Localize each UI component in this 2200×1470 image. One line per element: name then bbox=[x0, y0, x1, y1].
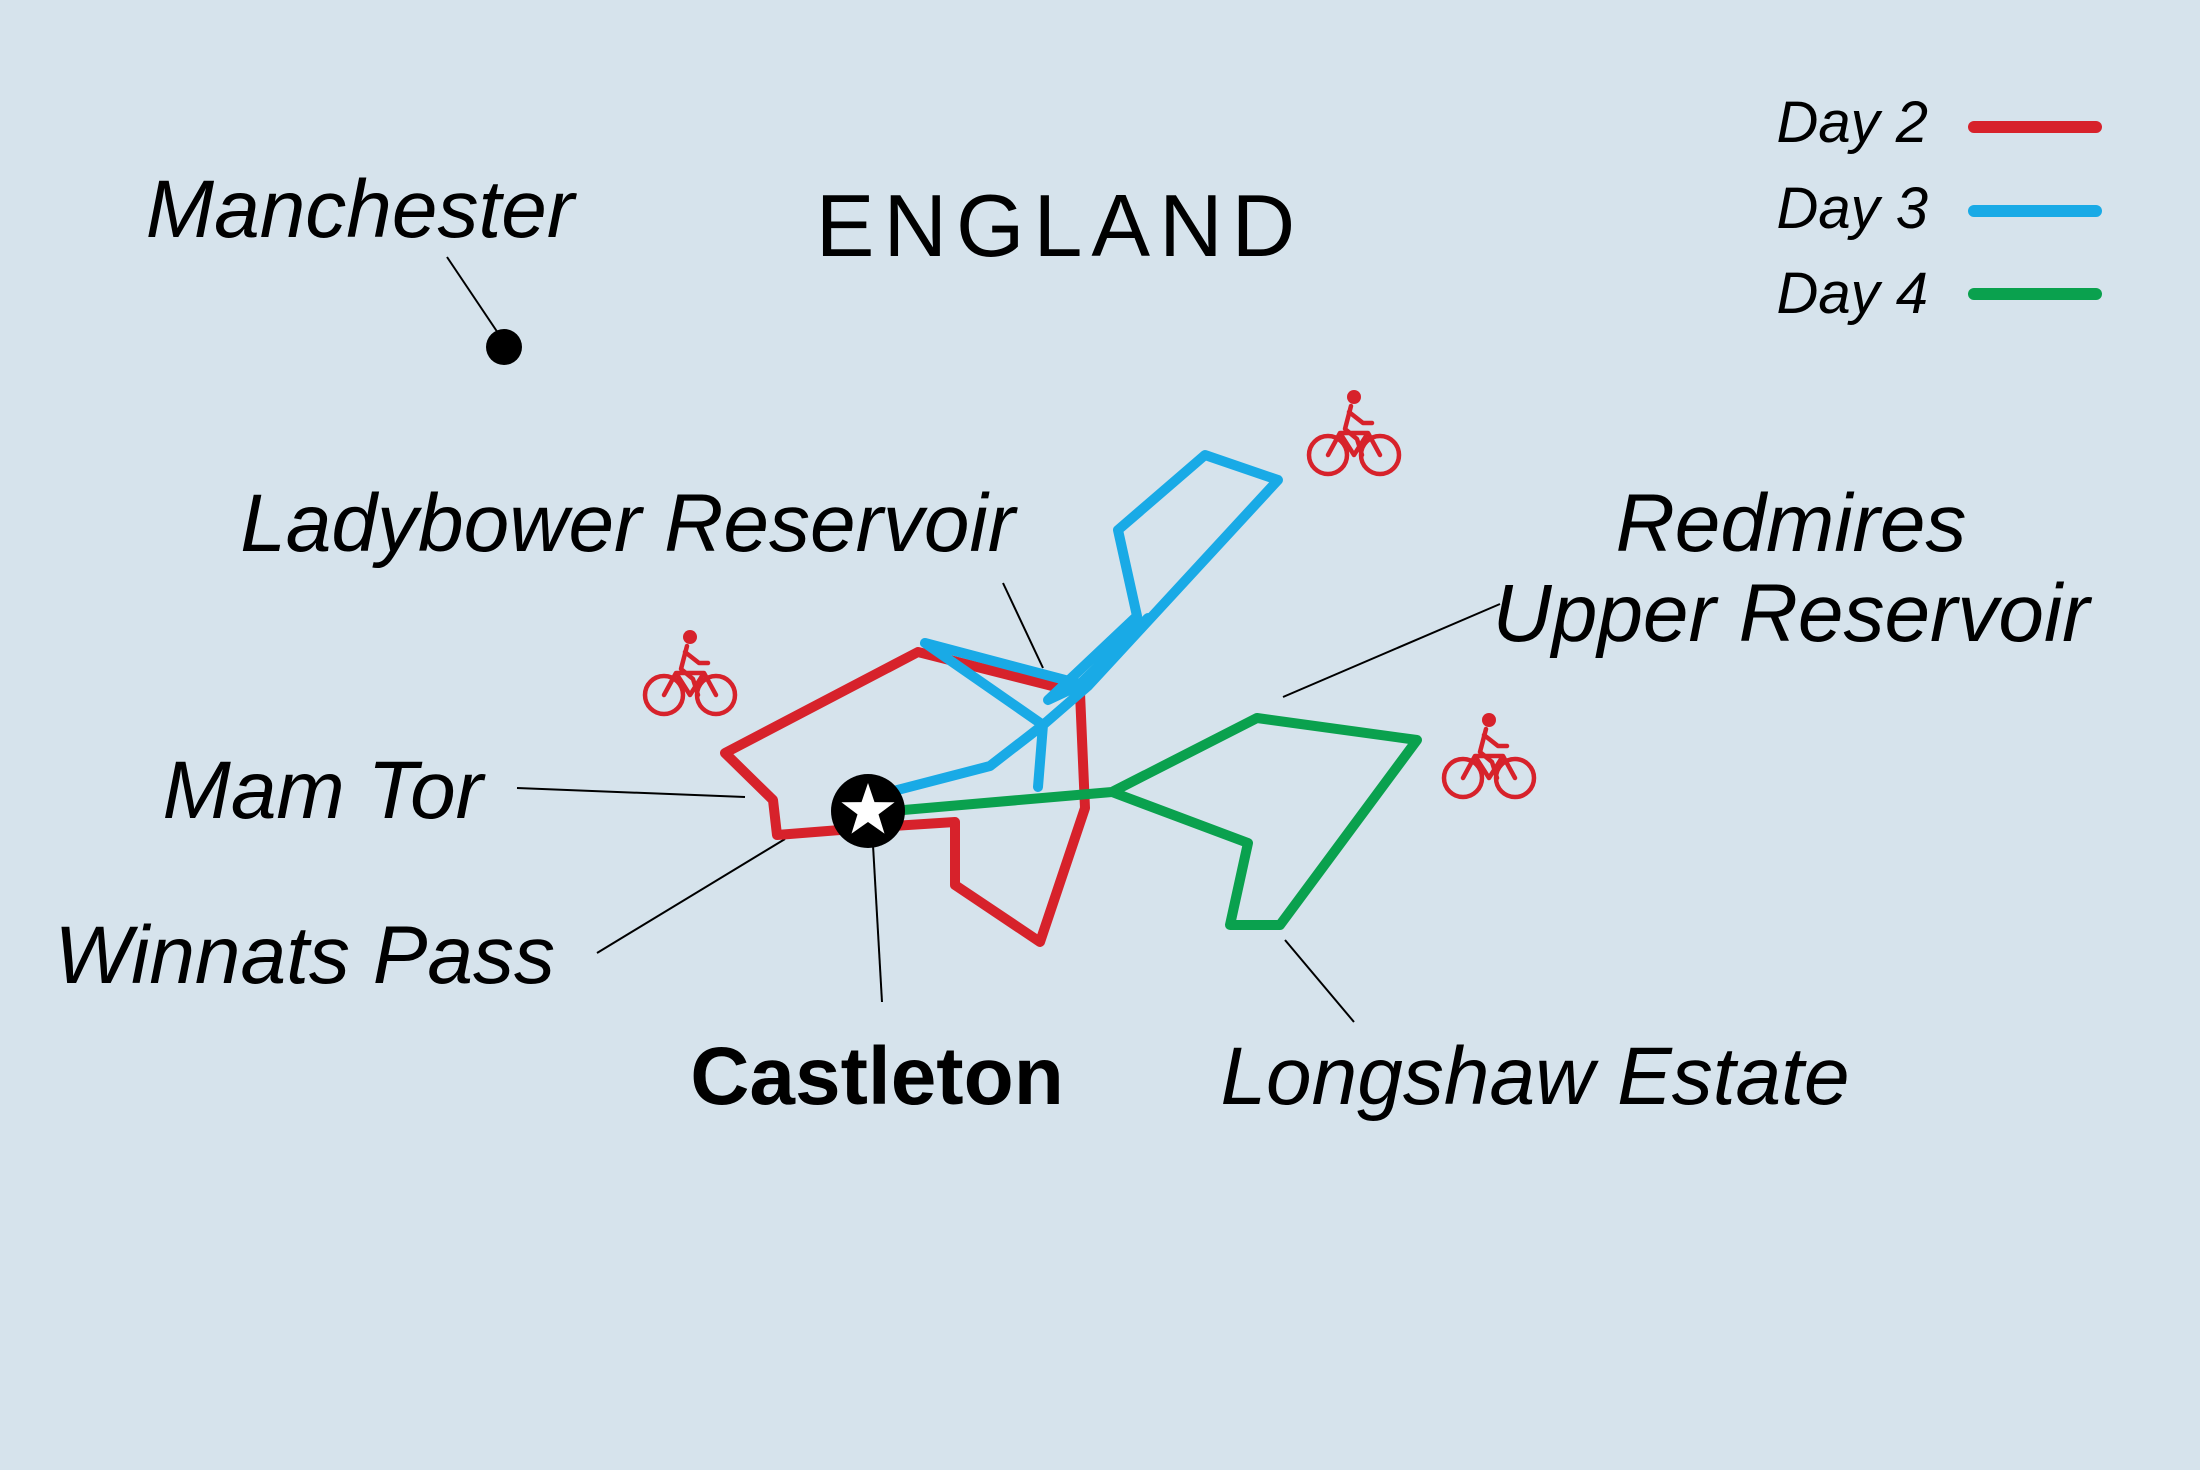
winnats-leader bbox=[596, 838, 786, 954]
cyclist-icon bbox=[1306, 390, 1402, 477]
longshaw-leader bbox=[1284, 939, 1355, 1023]
manchester-leader bbox=[446, 256, 499, 334]
place-label-mam-tor: Mam Tor bbox=[163, 745, 487, 836]
legend-label-day-4: Day 4 bbox=[1776, 261, 1928, 326]
routes bbox=[720, 450, 1422, 947]
place-label-longshaw: Longshaw Estate bbox=[1220, 1031, 1849, 1122]
route-day-4 bbox=[875, 713, 1422, 930]
redmires-leader bbox=[1282, 603, 1501, 698]
leader-lines bbox=[446, 256, 1501, 1023]
star-in-circle-icon bbox=[831, 774, 905, 848]
route-day-3 bbox=[873, 450, 1283, 800]
legend: Day 2 Day 3 Day 4 bbox=[1776, 90, 2102, 326]
place-label-winnats: Winnats Pass bbox=[54, 910, 555, 1001]
legend-label-day-3: Day 3 bbox=[1776, 176, 1928, 241]
manchester-marker bbox=[486, 329, 522, 365]
country-label: ENGLAND bbox=[816, 176, 1304, 275]
legend-label-day-2: Day 2 bbox=[1776, 90, 1928, 155]
place-label-manchester: Manchester bbox=[146, 164, 578, 255]
place-label-ladybower: Ladybower Reservoir bbox=[240, 478, 1018, 569]
cyclist-icon bbox=[1441, 713, 1537, 800]
place-label-redmires-line1: Redmires bbox=[1616, 478, 1967, 569]
castleton-leader bbox=[872, 844, 883, 1003]
place-label-redmires-line2: Upper Reservoir bbox=[1493, 568, 2094, 659]
ladybower-leader bbox=[1002, 582, 1044, 669]
start-point-label: Castleton bbox=[690, 1031, 1064, 1122]
mam-tor-leader bbox=[516, 787, 746, 798]
cyclist-icon bbox=[642, 630, 738, 717]
